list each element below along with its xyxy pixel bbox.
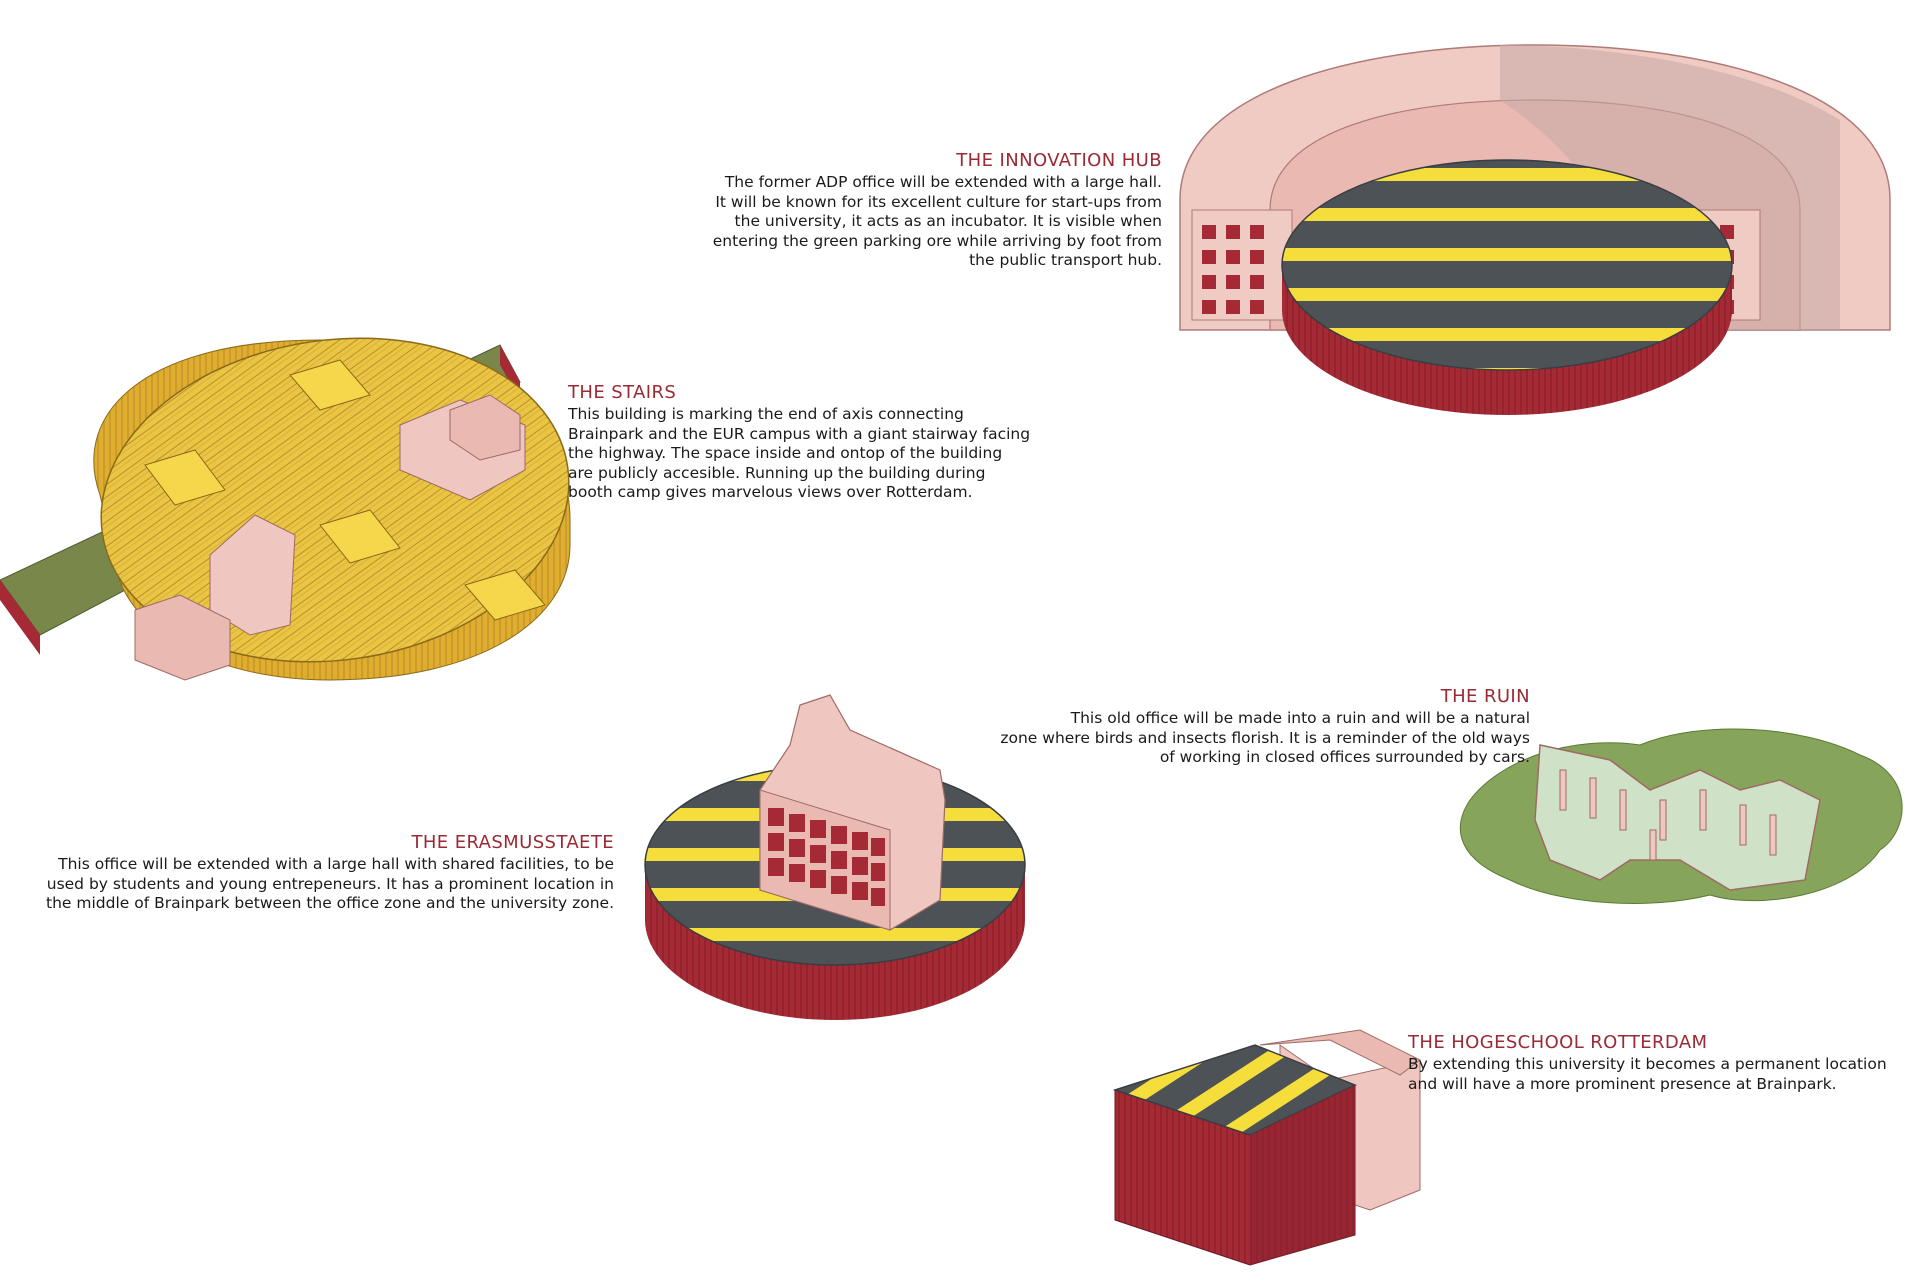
ruin-description: This old office will be made into a ruin… [1000,709,1530,767]
stairs-title: THE STAIRS [568,382,677,403]
erasmusstaete-caption: THE ERASMUSSTAETE This office will be ex… [0,832,614,914]
ruin-title: THE RUIN [1440,686,1530,707]
stairs-caption: THE STAIRS This building is marking the … [568,382,1088,503]
innovation-hub-title: THE INNOVATION HUB [956,150,1162,171]
ruin-model [1459,728,1903,904]
erasmusstaete-title: THE ERASMUSSTAETE [411,832,614,853]
hogeschool-caption: THE HOGESCHOOL ROTTERDAM By extending th… [1408,1032,1908,1094]
stairs-model [0,337,571,681]
innovation-hub-model [1179,44,1891,415]
hogeschool-title: THE HOGESCHOOL ROTTERDAM [1408,1032,1708,1053]
hogeschool-description: By extending this university it becomes … [1408,1055,1887,1093]
erasmusstaete-model [644,694,1026,1020]
erasmusstaete-description: This office will be extended with a larg… [46,855,614,913]
innovation-hub-caption: THE INNOVATION HUB The former ADP office… [640,150,1162,271]
stairs-description: This building is marking the end of axis… [568,405,1031,502]
hogeschool-model [1112,1029,1421,1266]
ruin-caption: THE RUIN This old office will be made in… [960,686,1530,768]
innovation-hub-description: The former ADP office will be extended w… [712,173,1162,270]
